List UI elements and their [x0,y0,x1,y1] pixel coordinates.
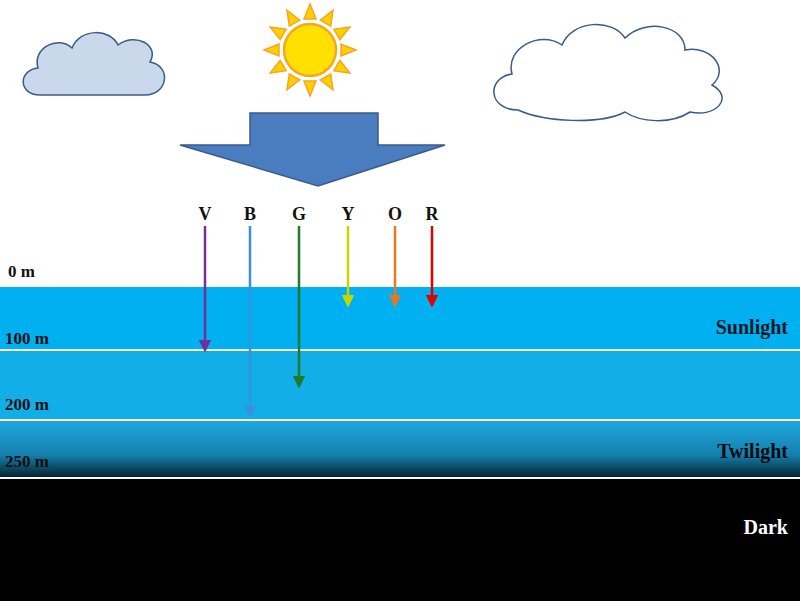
dark-zone: Dark [0,479,800,601]
sun-ray [270,27,286,40]
color-letter: O [388,204,402,225]
yellow-arrow [347,226,350,305]
blue-arrow [249,226,252,416]
zone-label: Dark [744,516,788,539]
sun-ray [304,81,316,96]
green-arrow [298,226,301,386]
color-letter: G [292,204,306,225]
orange-arrow [394,226,397,305]
zone-label: Twilight [717,440,788,463]
cloud [23,33,164,95]
water-band [0,287,800,350]
twilight-band [0,420,800,478]
light-arrow [180,113,445,186]
color-letter: V [199,204,212,225]
sun-ray [287,10,300,26]
depth-line [0,419,800,421]
sunlight-zone: Sunlight [0,287,800,420]
sun-ray [320,10,333,26]
depth-line [0,477,800,479]
depth-line [0,349,800,351]
twilight-zone: Twilight [0,421,800,478]
depth-label: 200 m [5,395,49,415]
color-letter: R [426,204,439,225]
sun [264,4,356,96]
color-letter: Y [342,204,355,225]
sun-ray [304,4,316,19]
depth-label: 100 m [5,329,49,349]
cloud [494,24,722,120]
zone-label: Sunlight [716,316,788,339]
sun-ray [341,44,356,56]
sun-ray [264,44,279,56]
violet-arrow [204,226,207,350]
water-band [0,350,800,420]
sun-ray [334,60,350,73]
sun-ray [270,60,286,73]
dark-band [0,478,800,601]
red-arrow [431,226,434,305]
sun-ray [320,74,333,90]
sun-ray [287,74,300,90]
sun-ray [334,27,350,40]
depth-label: 250 m [5,452,49,472]
depth-label: 0 m [8,262,35,282]
color-letter: B [244,204,256,225]
